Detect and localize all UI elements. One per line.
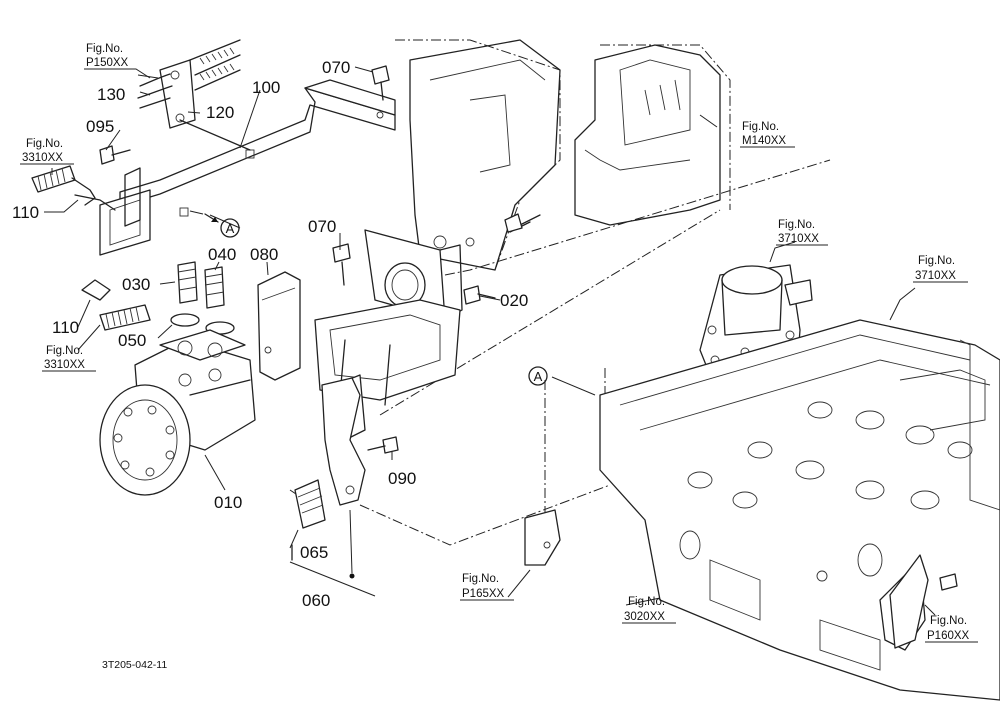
fig-label-3710-right: Fig.No.: [918, 255, 955, 267]
bracket-p160: [889, 554, 929, 649]
fig-label-3310-lower: Fig.No.: [46, 345, 83, 357]
fig-label-3310-upper: Fig.No.: [26, 138, 63, 150]
fig-ref-3310-lower: 3310XX: [44, 359, 85, 371]
fig-label-m140: Fig.No.: [742, 121, 779, 133]
cable-assembly-120: [137, 39, 251, 151]
label-020: 020: [500, 291, 528, 310]
fig-ref-3710-right: 3710XX: [915, 270, 956, 282]
label-030: 030: [122, 275, 150, 294]
fig-label-p165: Fig.No.: [462, 573, 499, 585]
fig-ref-m140: M140XX: [742, 135, 786, 147]
label-050: 050: [118, 331, 146, 350]
label-100: 100: [252, 78, 280, 97]
bolt-095: [99, 145, 131, 165]
label-065: 065: [300, 543, 328, 562]
bracket-p165: [524, 509, 561, 566]
fig-ref-3710-pump: 3710XX: [778, 233, 819, 245]
fittings: [170, 261, 235, 335]
fig-label-p150: Fig.No.: [86, 43, 123, 55]
bolts: [332, 65, 523, 454]
marker-a-upper: A: [204, 213, 240, 238]
label-095: 095: [86, 117, 114, 136]
rod-bracket-100: [99, 79, 396, 256]
bracket-housing: [409, 39, 721, 271]
label-070-middle: 070: [308, 217, 336, 236]
fig-label-3020: Fig.No.: [628, 596, 665, 608]
plate-080: [257, 271, 301, 381]
marker-a-upper-text: A: [226, 221, 235, 236]
clamp-110-lower: [81, 279, 151, 331]
fig-ref-3020: 3020XX: [624, 611, 665, 623]
spring-upper: [31, 165, 116, 211]
fig-references: Fig.No. P150XX Fig.No. 3310XX Fig.No. M1…: [20, 43, 978, 643]
label-110-lower: 110: [52, 318, 79, 337]
label-070-upper: 070: [322, 58, 350, 77]
pedal-060: [294, 377, 366, 579]
label-080: 080: [250, 245, 278, 264]
label-090: 090: [388, 469, 416, 488]
fig-ref-p160: P160XX: [927, 630, 970, 642]
marker-a-lower: A: [528, 366, 548, 386]
fig-label-p160: Fig.No.: [930, 615, 967, 627]
label-040: 040: [208, 245, 236, 264]
label-060: 060: [302, 591, 330, 610]
fig-label-3710-pump: Fig.No.: [778, 219, 815, 231]
label-120: 120: [206, 103, 234, 122]
marker-a-lower-text: A: [534, 369, 543, 384]
part-labels: 130 120 100 070 095 110 070 040 080 030 …: [12, 58, 528, 610]
steering-unit-010: [99, 329, 256, 496]
label-130: 130: [97, 85, 125, 104]
fig-ref-3310-upper: 3310XX: [22, 152, 63, 164]
label-010: 010: [214, 493, 242, 512]
fig-ref-p165: P165XX: [462, 588, 505, 600]
fig-ref-p150: P150XX: [86, 57, 129, 69]
drawing-id: 3T205-042-11: [102, 659, 167, 671]
label-110-upper: 110: [12, 203, 39, 222]
engine-block-3020: [599, 319, 1000, 701]
